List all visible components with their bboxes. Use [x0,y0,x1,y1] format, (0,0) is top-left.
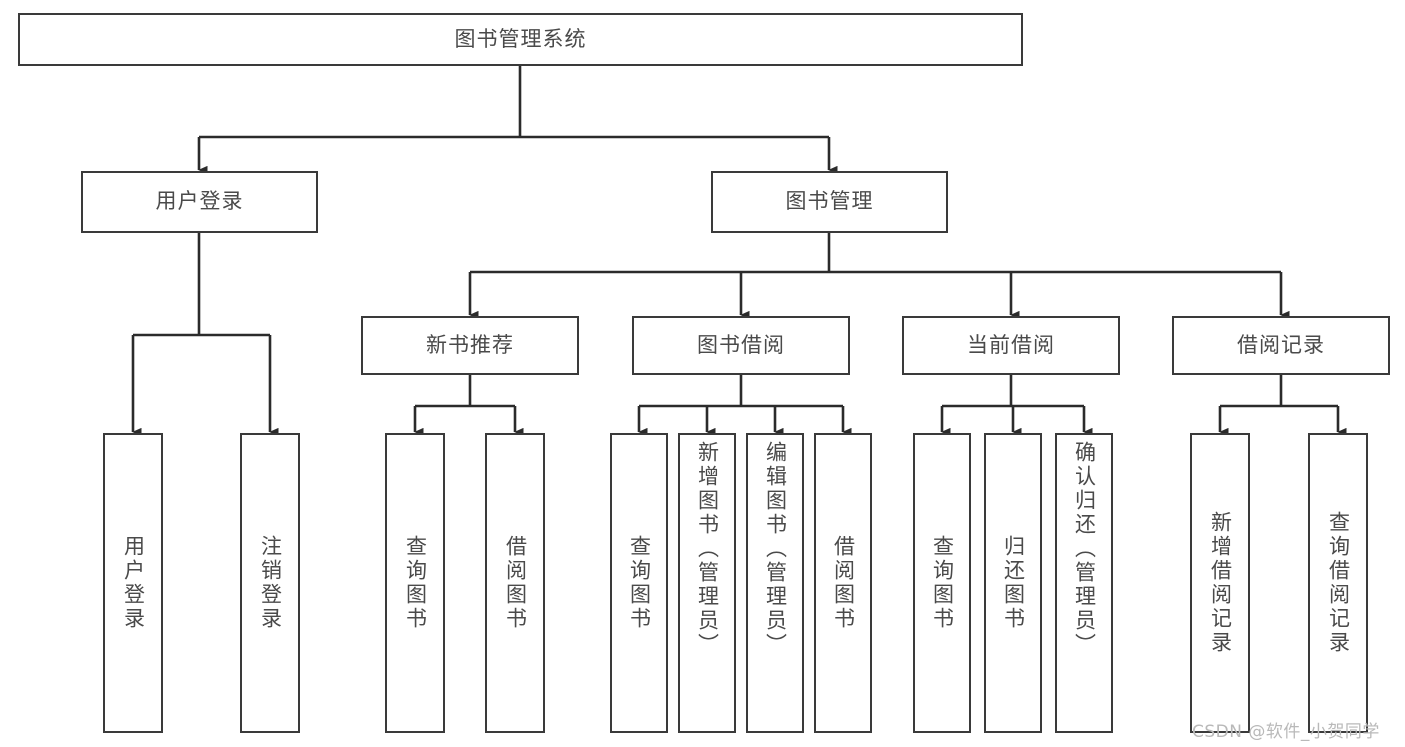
node-leaf-add-book[interactable]: 新增图书（管理员） [678,433,736,733]
node-label: 图书管理 [785,189,874,214]
node-root[interactable]: 图书管理系统 [18,13,1023,66]
node-label: 确认归还（管理员） [1072,441,1097,657]
node-leaf-edit-book[interactable]: 编辑图书（管理员） [746,433,804,733]
node-leaf-query-book-3[interactable]: 查询图书 [913,433,971,733]
node-leaf-query-book-2[interactable]: 查询图书 [610,433,668,733]
node-label: 借阅记录 [1237,332,1325,357]
node-new-book-recommend[interactable]: 新书推荐 [361,316,579,375]
node-label: 借阅图书 [831,535,856,631]
node-label: 用户登录 [155,189,244,214]
node-label: 注销登录 [258,535,283,631]
node-label: 用户登录 [121,535,146,631]
node-label: 借阅图书 [503,535,528,631]
node-label: 查询借阅记录 [1326,511,1351,655]
node-label: 查询图书 [403,535,428,631]
node-label: 图书管理系统 [454,26,587,51]
node-leaf-query-book-1[interactable]: 查询图书 [385,433,445,733]
node-label: 编辑图书（管理员） [763,441,788,657]
node-leaf-confirm-return[interactable]: 确认归还（管理员） [1055,433,1113,733]
node-book-manage[interactable]: 图书管理 [711,171,948,233]
node-leaf-user-login[interactable]: 用户登录 [103,433,163,733]
node-label: 新增图书（管理员） [695,441,720,657]
node-label: 查询图书 [627,535,652,631]
node-label: 当前借阅 [967,332,1055,357]
node-current-borrow[interactable]: 当前借阅 [902,316,1120,375]
node-borrow-record[interactable]: 借阅记录 [1172,316,1390,375]
connector-paths [131,66,1347,437]
node-label: 查询图书 [930,535,955,631]
node-leaf-query-record[interactable]: 查询借阅记录 [1308,433,1368,733]
node-label: 新增借阅记录 [1208,511,1233,655]
node-leaf-return-book[interactable]: 归还图书 [984,433,1042,733]
node-label: 新书推荐 [426,332,514,357]
node-user-login[interactable]: 用户登录 [81,171,318,233]
node-label: 归还图书 [1001,535,1026,631]
node-book-borrow[interactable]: 图书借阅 [632,316,850,375]
node-label: 图书借阅 [697,332,785,357]
node-leaf-borrow-book-2[interactable]: 借阅图书 [814,433,872,733]
node-leaf-borrow-book-1[interactable]: 借阅图书 [485,433,545,733]
node-leaf-logout[interactable]: 注销登录 [240,433,300,733]
node-leaf-add-record[interactable]: 新增借阅记录 [1190,433,1250,733]
